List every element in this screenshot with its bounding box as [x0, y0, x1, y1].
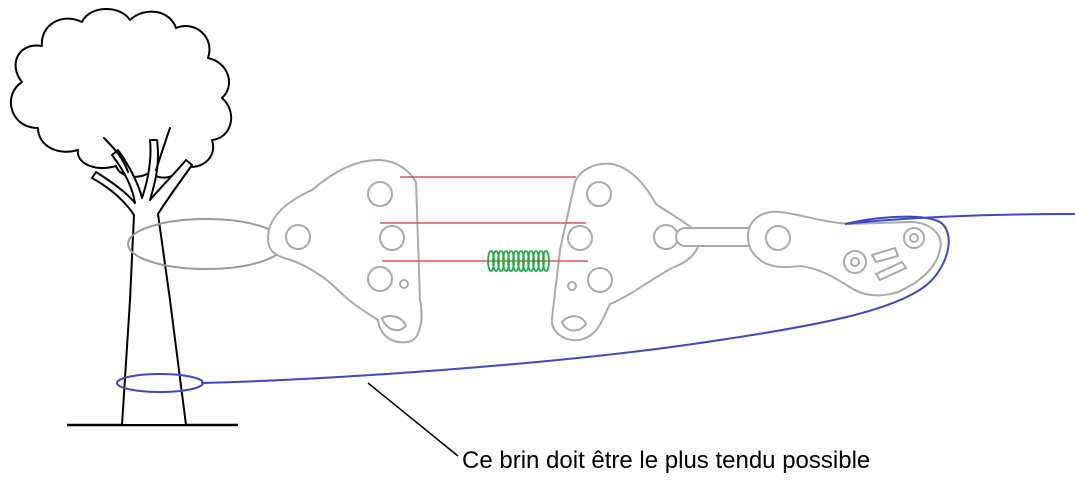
left-pulley-plate: [267, 159, 423, 344]
red-cords: [380, 176, 588, 262]
spring-icon: [487, 250, 550, 272]
tree-canopy: [9, 8, 232, 179]
rope-line: [201, 213, 1075, 384]
blue-rope: [116, 213, 1075, 393]
right-pulley-plate: [550, 162, 701, 342]
rope-grab: [747, 210, 942, 297]
tree-trunk: [91, 139, 193, 426]
callout-label: Ce brin doit être le plus tendu possible: [462, 447, 871, 474]
callout-leader-line: [367, 382, 459, 457]
tree-icon: [9, 8, 232, 426]
